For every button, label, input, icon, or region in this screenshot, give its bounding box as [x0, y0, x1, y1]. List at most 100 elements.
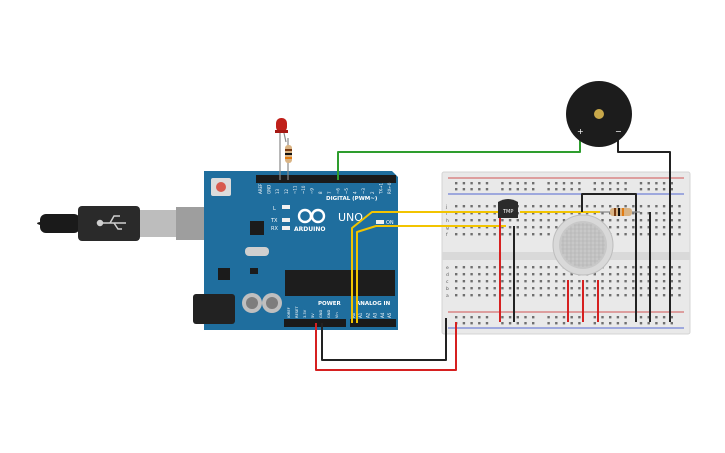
breadboard-hole[interactable] — [609, 266, 612, 269]
breadboard-hole[interactable] — [609, 287, 612, 290]
breadboard-hole[interactable] — [593, 273, 596, 276]
breadboard-hole[interactable] — [470, 233, 473, 236]
breadboard-hole[interactable] — [662, 294, 666, 297]
breadboard-hole[interactable] — [655, 294, 658, 297]
breadboard-hole[interactable] — [670, 182, 673, 185]
breadboard-hole[interactable] — [585, 212, 589, 215]
breadboard-hole[interactable] — [485, 188, 489, 191]
breadboard-hole[interactable] — [616, 219, 620, 222]
breadboard-hole[interactable] — [501, 294, 504, 297]
breadboard-hole[interactable] — [547, 280, 550, 283]
breadboard-hole[interactable] — [670, 205, 673, 208]
breadboard-hole[interactable] — [462, 233, 466, 236]
breadboard-hole[interactable] — [639, 182, 643, 185]
breadboard-hole[interactable] — [647, 188, 650, 191]
breadboard-hole[interactable] — [609, 182, 612, 185]
breadboard-hole[interactable] — [616, 226, 620, 229]
breadboard-hole[interactable] — [647, 294, 650, 297]
breadboard-hole[interactable] — [478, 182, 481, 185]
breadboard-hole[interactable] — [516, 226, 519, 229]
breadboard-hole[interactable] — [462, 205, 466, 208]
breadboard-hole[interactable] — [647, 233, 650, 236]
breadboard-hole[interactable] — [547, 219, 550, 222]
breadboard-hole[interactable] — [624, 316, 627, 319]
breadboard-hole[interactable] — [609, 188, 612, 191]
breadboard-hole[interactable] — [470, 322, 473, 325]
breadboard-hole[interactable] — [662, 322, 666, 325]
breadboard-hole[interactable] — [555, 188, 558, 191]
breadboard-hole[interactable] — [547, 182, 550, 185]
breadboard-hole[interactable] — [593, 316, 596, 319]
breadboard-hole[interactable] — [462, 294, 466, 297]
breadboard-hole[interactable] — [670, 233, 673, 236]
wire-black-gnd[interactable] — [321, 318, 447, 361]
resistor-led[interactable] — [285, 138, 292, 180]
breadboard-hole[interactable] — [508, 294, 512, 297]
breadboard-hole[interactable] — [678, 205, 681, 208]
breadboard-hole[interactable] — [670, 266, 673, 269]
breadboard-hole[interactable] — [524, 233, 527, 236]
breadboard-hole[interactable] — [593, 280, 596, 283]
breadboard-hole[interactable] — [455, 280, 458, 283]
breadboard-hole[interactable] — [647, 316, 650, 319]
breadboard-hole[interactable] — [462, 322, 466, 325]
breadboard-hole[interactable] — [470, 205, 473, 208]
breadboard-hole[interactable] — [655, 266, 658, 269]
breadboard-hole[interactable] — [678, 233, 681, 236]
breadboard-hole[interactable] — [662, 280, 666, 283]
breadboard-hole[interactable] — [501, 322, 504, 325]
breadboard-hole[interactable] — [516, 280, 519, 283]
breadboard-hole[interactable] — [585, 280, 589, 283]
breadboard-hole[interactable] — [462, 316, 466, 319]
breadboard-hole[interactable] — [647, 219, 650, 222]
breadboard-hole[interactable] — [593, 294, 596, 297]
breadboard-hole[interactable] — [516, 188, 519, 191]
breadboard-hole[interactable] — [485, 287, 489, 290]
breadboard-hole[interactable] — [570, 322, 573, 325]
breadboard-hole[interactable] — [562, 219, 566, 222]
breadboard-hole[interactable] — [516, 294, 519, 297]
breadboard-hole[interactable] — [501, 233, 504, 236]
breadboard-hole[interactable] — [547, 233, 550, 236]
breadboard-hole[interactable] — [639, 322, 643, 325]
breadboard-hole[interactable] — [593, 212, 596, 215]
breadboard-hole[interactable] — [647, 322, 650, 325]
breadboard-hole[interactable] — [601, 322, 604, 325]
breadboard-hole[interactable] — [639, 212, 643, 215]
breadboard-hole[interactable] — [639, 266, 643, 269]
breadboard-hole[interactable] — [555, 273, 558, 276]
breadboard-hole[interactable] — [670, 188, 673, 191]
breadboard-hole[interactable] — [501, 273, 504, 276]
breadboard-hole[interactable] — [470, 266, 473, 269]
breadboard-hole[interactable] — [601, 280, 604, 283]
breadboard-hole[interactable] — [493, 233, 496, 236]
breadboard-hole[interactable] — [670, 212, 673, 215]
breadboard-hole[interactable] — [547, 212, 550, 215]
breadboard-hole[interactable] — [470, 273, 473, 276]
breadboard-hole[interactable] — [455, 233, 458, 236]
breadboard-hole[interactable] — [578, 287, 581, 290]
breadboard-hole[interactable] — [601, 316, 604, 319]
breadboard-hole[interactable] — [485, 212, 489, 215]
breadboard-hole[interactable] — [462, 273, 466, 276]
breadboard-hole[interactable] — [493, 287, 496, 290]
breadboard-hole[interactable] — [670, 316, 673, 319]
breadboard-hole[interactable] — [570, 280, 573, 283]
breadboard-hole[interactable] — [532, 233, 535, 236]
breadboard-hole[interactable] — [678, 273, 681, 276]
breadboard-hole[interactable] — [562, 316, 566, 319]
breadboard-hole[interactable] — [478, 287, 481, 290]
breadboard-hole[interactable] — [632, 273, 635, 276]
breadboard-hole[interactable] — [609, 316, 612, 319]
breadboard-hole[interactable] — [478, 205, 481, 208]
temperature-sensor[interactable]: TMP — [498, 199, 518, 218]
breadboard-hole[interactable] — [516, 287, 519, 290]
breadboard-hole[interactable] — [478, 273, 481, 276]
breadboard-hole[interactable] — [601, 287, 604, 290]
breadboard-hole[interactable] — [455, 316, 458, 319]
breadboard-hole[interactable] — [593, 322, 596, 325]
breadboard-hole[interactable] — [624, 287, 627, 290]
breadboard-hole[interactable] — [462, 266, 466, 269]
breadboard-hole[interactable] — [547, 287, 550, 290]
breadboard-hole[interactable] — [516, 316, 519, 319]
